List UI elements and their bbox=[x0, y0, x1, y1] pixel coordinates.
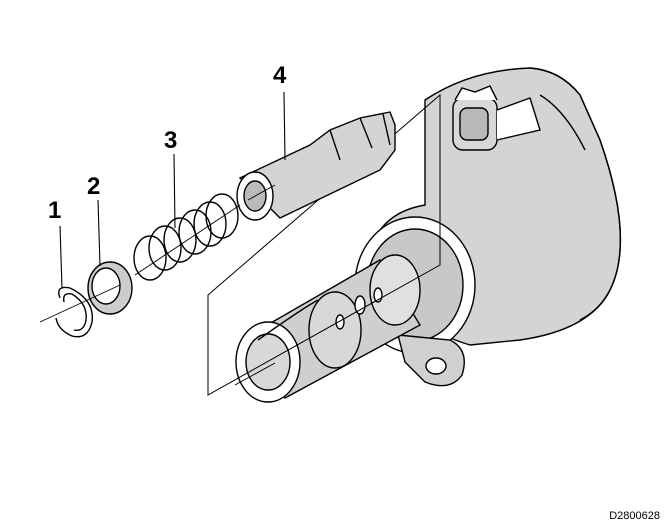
washer bbox=[87, 261, 133, 315]
drawing-code: D2800628 bbox=[609, 510, 660, 522]
callout-3: 3 bbox=[164, 127, 178, 154]
solenoid-valve-body bbox=[354, 67, 622, 387]
valve-piston bbox=[236, 111, 396, 221]
compression-spring bbox=[133, 193, 239, 281]
callout-2: 2 bbox=[87, 173, 101, 200]
callout-1: 1 bbox=[48, 197, 62, 224]
assembly-axis bbox=[39, 184, 276, 323]
snap-ring bbox=[55, 286, 94, 338]
spool-axis bbox=[234, 362, 276, 386]
connector bbox=[452, 85, 541, 151]
spool bbox=[235, 254, 421, 403]
leader-lines bbox=[59, 91, 286, 289]
callout-4: 4 bbox=[273, 62, 287, 89]
